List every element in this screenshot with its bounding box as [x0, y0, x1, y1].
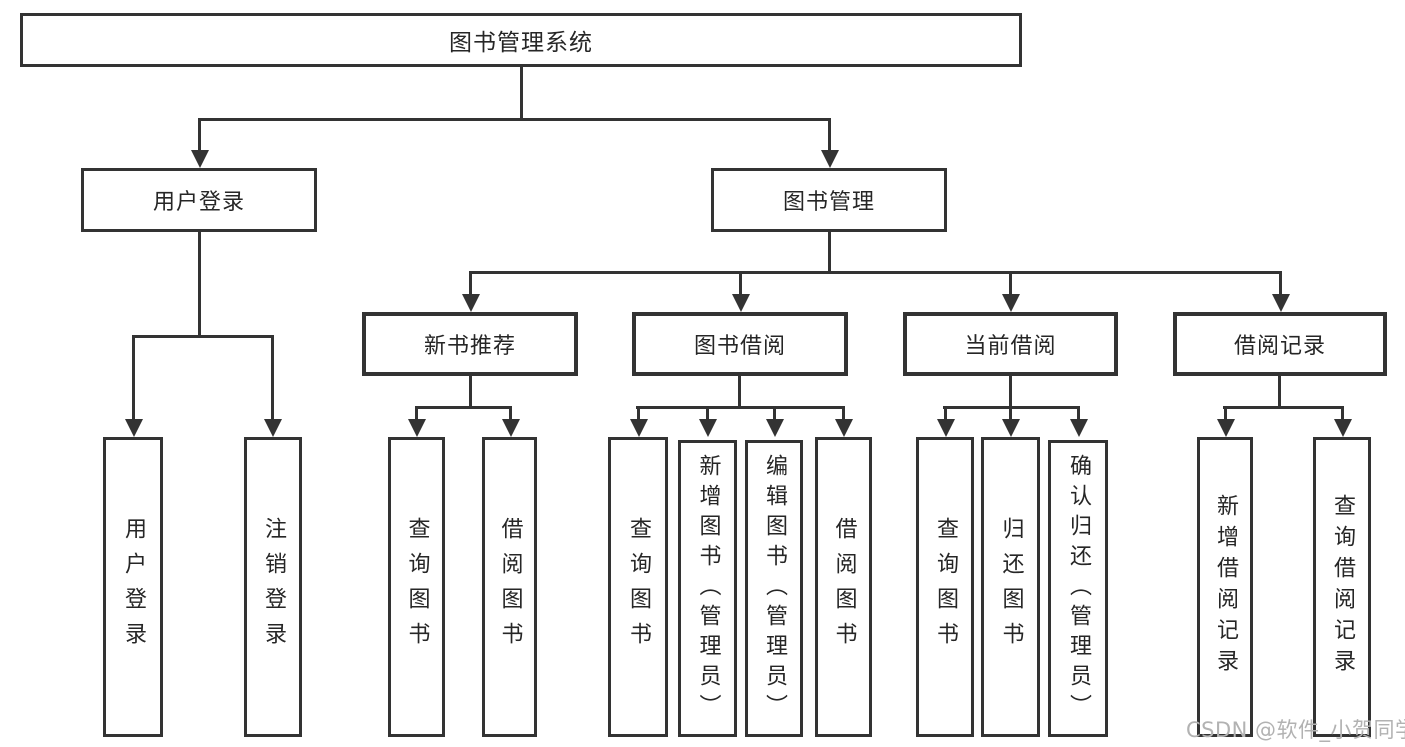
node-library-management-system: 图书管理系统 — [20, 13, 1022, 67]
connector-stem — [828, 232, 831, 274]
leaf-add-book-admin: 新增图书（管理员） — [678, 440, 737, 737]
down-arrow-icon — [706, 406, 709, 419]
down-arrow-icon — [944, 406, 947, 419]
connector-stem — [1278, 376, 1281, 409]
connector-stem — [469, 376, 472, 409]
down-arrow-icon — [509, 406, 512, 419]
down-arrow-icon — [415, 406, 418, 419]
down-arrow-icon — [773, 406, 776, 419]
leaf-query-book-1: 查询图书 — [388, 437, 445, 737]
down-arrow-icon — [739, 271, 742, 294]
down-arrow-icon — [1009, 271, 1012, 294]
leaf-confirm-return-admin: 确认归还（管理员） — [1048, 440, 1108, 737]
csdn-watermark: CSDN @软件_小贺同学 — [1186, 718, 1405, 742]
connector-stem — [520, 64, 523, 121]
connector-rail — [636, 406, 845, 409]
node-book-management: 图书管理 — [711, 168, 947, 232]
down-arrow-icon — [1077, 406, 1080, 419]
connector-stem — [1009, 376, 1012, 409]
node-borrow-record: 借阅记录 — [1173, 312, 1387, 376]
connector-rail — [469, 271, 1281, 274]
connector-rail — [1223, 406, 1343, 409]
connector-stem — [738, 376, 741, 409]
down-arrow-icon — [469, 271, 472, 294]
down-arrow-icon — [132, 335, 135, 419]
down-arrow-icon — [271, 335, 274, 419]
leaf-query-book-3: 查询图书 — [916, 437, 974, 737]
leaf-return-book: 归还图书 — [981, 437, 1040, 737]
connector-rail — [198, 118, 831, 121]
connector-stem — [198, 232, 201, 338]
leaf-query-borrow-record: 查询借阅记录 — [1313, 437, 1371, 737]
leaf-logout: 注销登录 — [244, 437, 302, 737]
leaf-user-login: 用户登录 — [103, 437, 163, 737]
down-arrow-icon — [198, 118, 201, 150]
node-new-book-recommend: 新书推荐 — [362, 312, 578, 376]
leaf-borrow-book-1: 借阅图书 — [482, 437, 537, 737]
down-arrow-icon — [1009, 406, 1012, 419]
down-arrow-icon — [1279, 271, 1282, 294]
node-book-borrow: 图书借阅 — [632, 312, 848, 376]
down-arrow-icon — [828, 118, 831, 150]
leaf-borrow-book-2: 借阅图书 — [815, 437, 872, 737]
node-user-login: 用户登录 — [81, 168, 317, 232]
down-arrow-icon — [637, 406, 640, 419]
leaf-add-borrow-record: 新增借阅记录 — [1197, 437, 1253, 737]
node-current-borrow: 当前借阅 — [903, 312, 1118, 376]
down-arrow-icon — [1341, 406, 1344, 419]
leaf-edit-book-admin: 编辑图书（管理员） — [745, 440, 803, 737]
down-arrow-icon — [1224, 406, 1227, 419]
connector-rail — [132, 335, 273, 338]
connector-rail — [415, 406, 511, 409]
leaf-query-book-2: 查询图书 — [608, 437, 668, 737]
down-arrow-icon — [842, 406, 845, 419]
